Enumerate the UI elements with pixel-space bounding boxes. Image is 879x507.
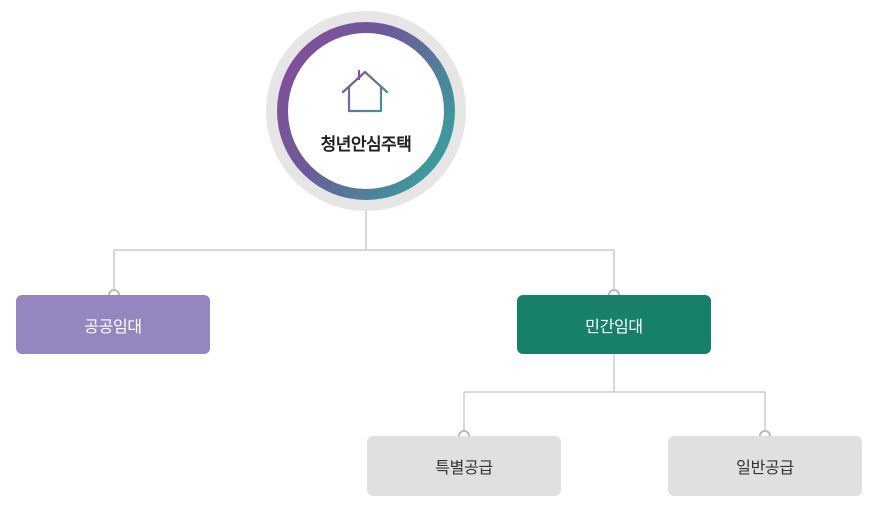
node-general-supply[interactable]: 일반공급 — [668, 436, 862, 496]
node-private-rental-label: 민간임대 — [585, 316, 643, 336]
node-general-supply-label: 일반공급 — [736, 458, 794, 477]
node-private-rental[interactable]: 민간임대 — [517, 295, 711, 354]
root-title: 청년안심주택 — [320, 135, 412, 155]
connectors — [113, 211, 766, 436]
node-public-rental[interactable]: 공공임대 — [16, 295, 210, 354]
house-outline-icon — [341, 69, 389, 113]
node-public-rental-label: 공공임대 — [84, 316, 142, 336]
node-special-supply-label: 특별공급 — [435, 458, 493, 477]
node-special-supply[interactable]: 특별공급 — [367, 436, 561, 496]
